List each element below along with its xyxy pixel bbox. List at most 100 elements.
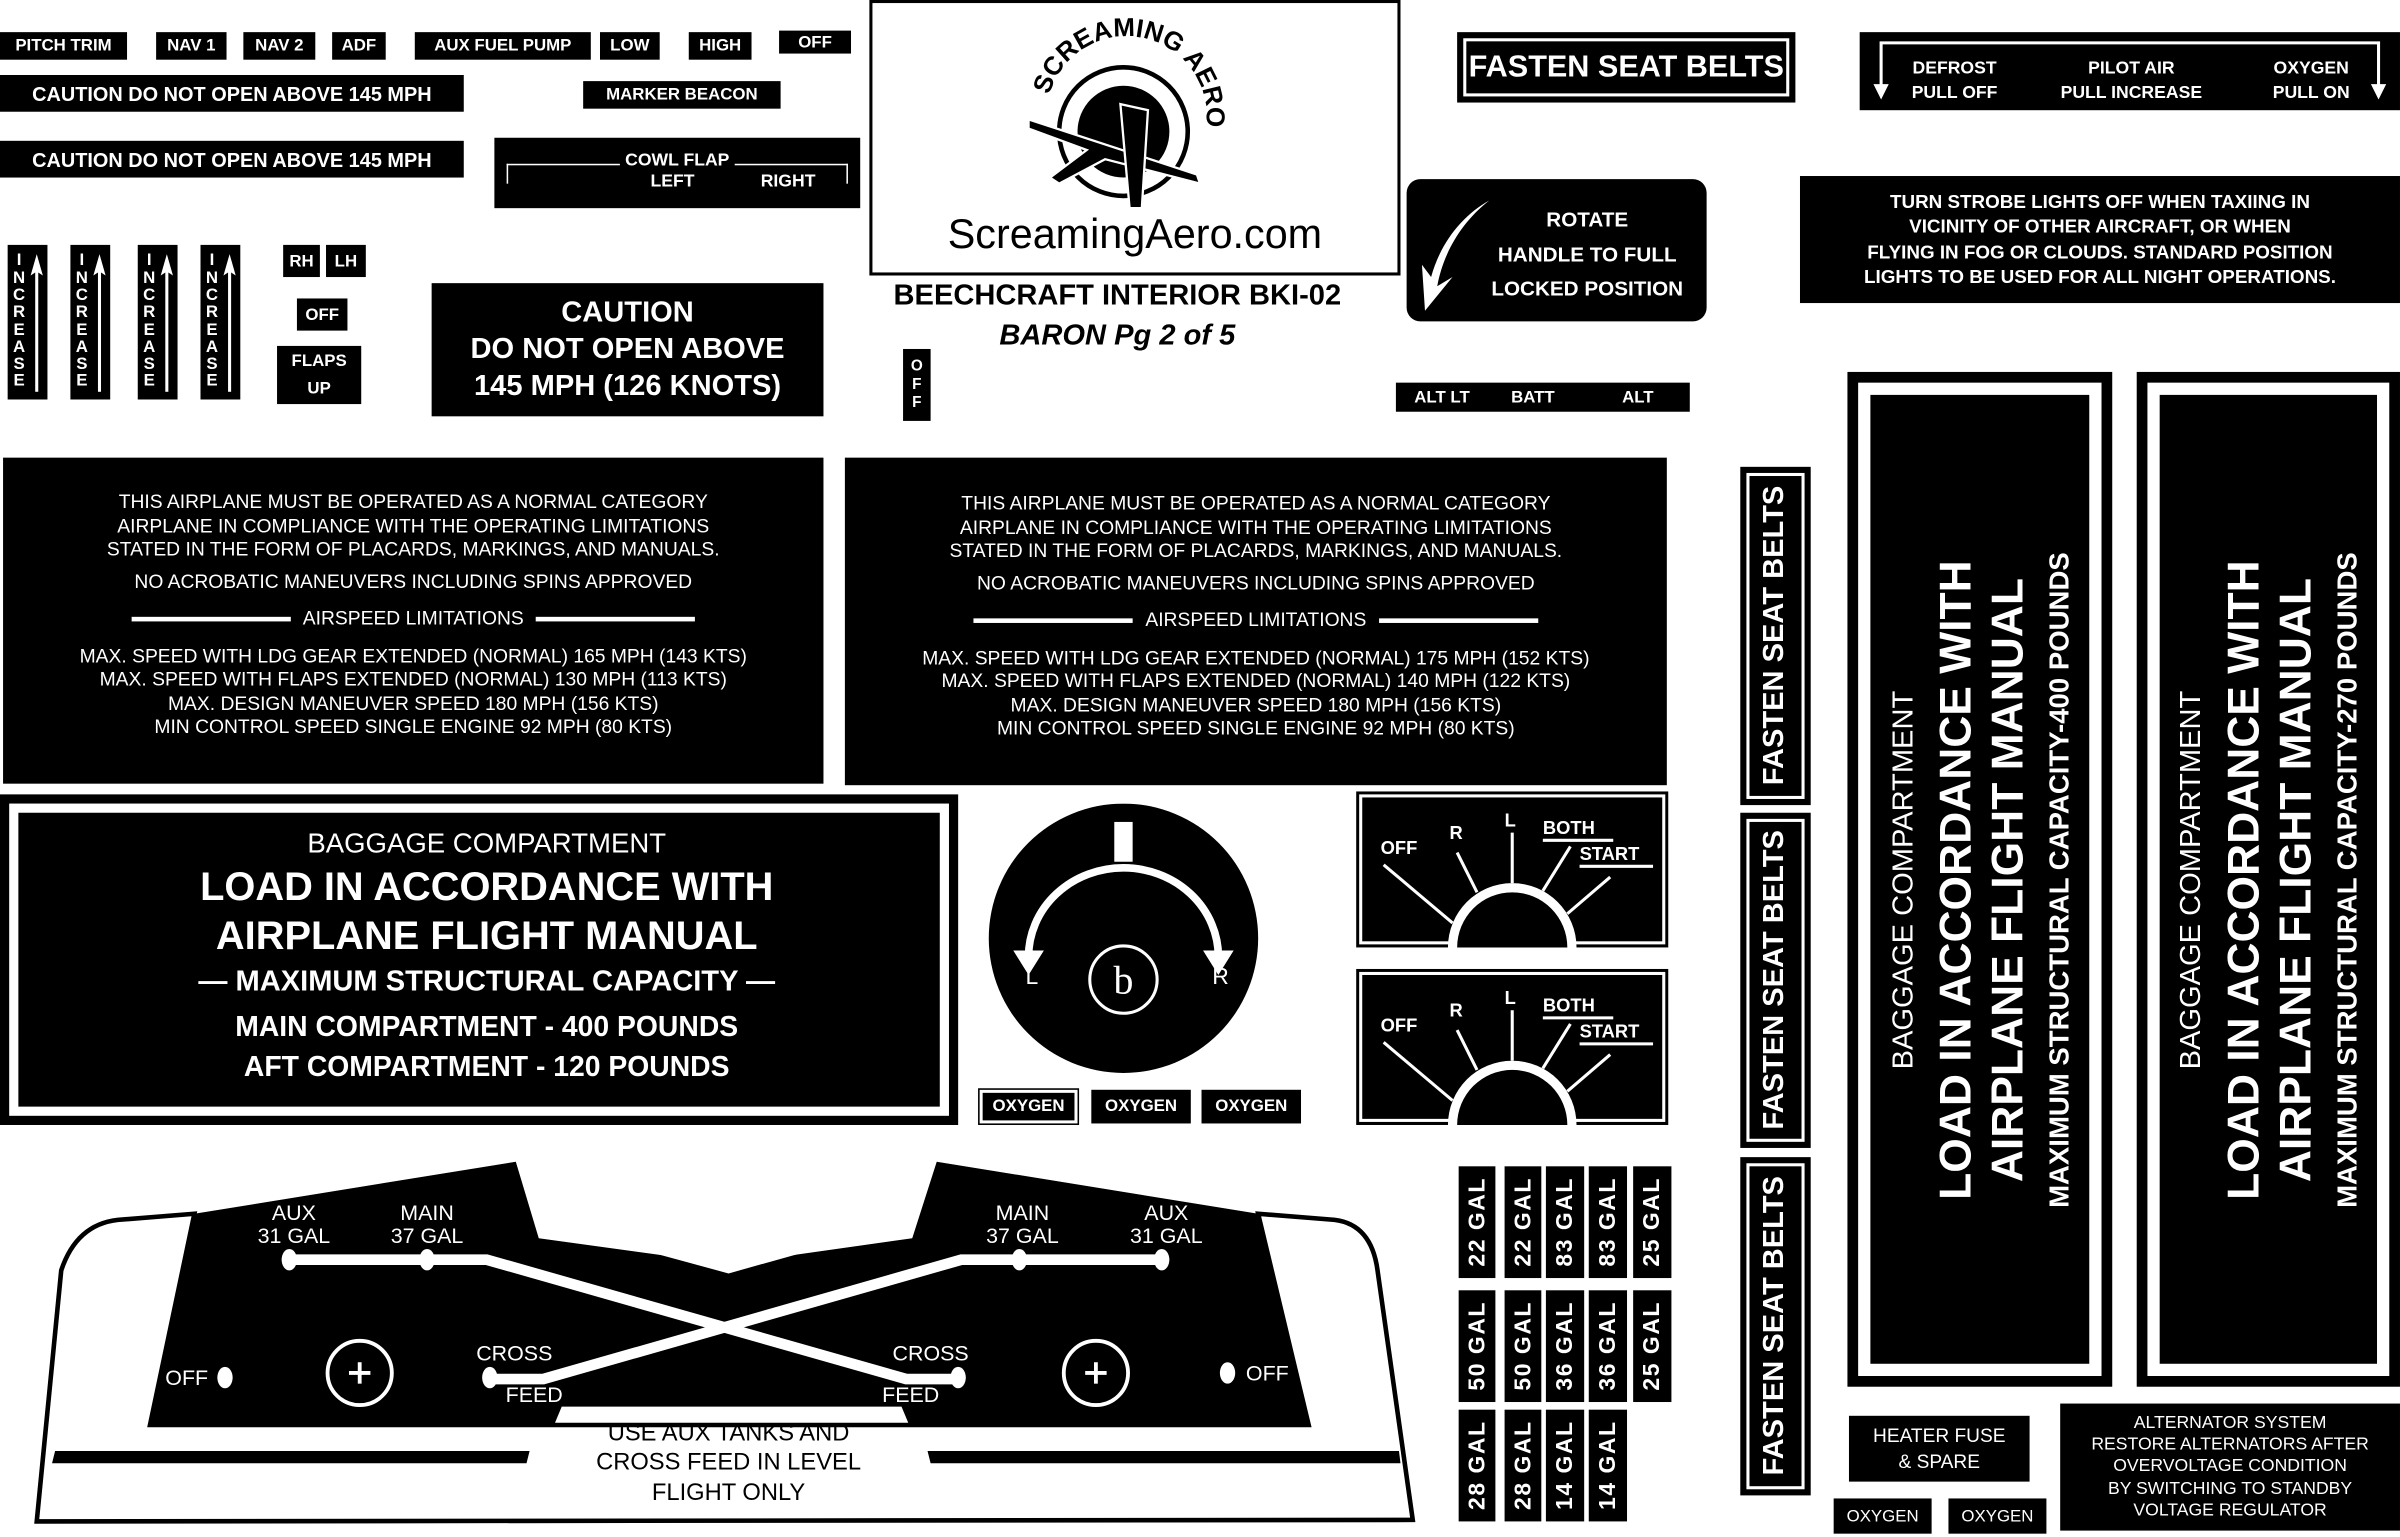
baggage-main: MAIN COMPARTMENT - 400 POUNDS [235, 1010, 739, 1043]
limitation-line: NO ACROBATIC MANEUVERS INCLUDING SPINS A… [977, 571, 1535, 594]
oxygen-label: OXYGEN [978, 1088, 1080, 1125]
speed-line: MAX. SPEED WITH LDG GEAR EXTENDED (NORMA… [79, 645, 747, 667]
oxygen-label: OXYGEN [1948, 1498, 2047, 1534]
alternator-line: BY SWITCHING TO STANDBY [2107, 1479, 2353, 1498]
heater-fuse-placard: HEATER FUSE& SPARE [1848, 1415, 2030, 1482]
baggage-capacity: MAXIMUM STRUCTURAL CAPACITY-270 POUNDS [2331, 551, 2362, 1208]
increase-text: INCREASE [143, 251, 156, 391]
increase-strip: INCREASE [200, 244, 241, 400]
caution-strip: CAUTION DO NOT OPEN ABOVE 145 MPH [0, 140, 464, 178]
operating-limitations-placard: THIS AIRPLANE MUST BE OPERATED AS A NORM… [3, 457, 824, 784]
alternator-line: ALTERNATOR SYSTEM [2133, 1414, 2327, 1433]
nav2-label: NAV 2 [243, 32, 316, 60]
aux-label: AUX [1144, 1201, 1188, 1225]
alternator-placard: ALTERNATOR SYSTEM RESTORE ALTERNATORS AFT… [2060, 1403, 2400, 1531]
dial-right-label: R [1212, 963, 1229, 989]
main-gal-label: 37 GAL [986, 1224, 1059, 1248]
off-vertical-label: OFF [903, 348, 931, 421]
aux-gal-label: 31 GAL [258, 1224, 331, 1248]
baggage-line: LOAD IN ACCORDANCE WITH [200, 863, 774, 910]
rotate-line: ROTATE [1546, 208, 1629, 232]
high-label: HIGH [688, 32, 752, 60]
caution-placard: CAUTION DO NOT OPEN ABOVE 145 MPH (126 K… [431, 283, 824, 417]
gal-label: 22 GAL [1458, 1166, 1496, 1279]
off-label: OFF [1381, 1015, 1418, 1036]
l-label: L [1505, 810, 1516, 831]
start-label: START [1580, 843, 1641, 864]
strobe-line: FLYING IN FOG OR CLOUDS. STANDARD POSITI… [1867, 241, 2333, 263]
increase-text: INCREASE [205, 251, 219, 391]
increase-strip: INCREASE [70, 244, 111, 400]
up-label: UP [307, 379, 331, 398]
gal-label: 83 GAL [1588, 1166, 1628, 1279]
speed-line: MAX. DESIGN MANEUVER SPEED 180 MPH (156 … [1010, 694, 1502, 716]
magneto-switch-placard: OFF R L BOTH START [1356, 968, 1669, 1125]
off-label: OFF [296, 298, 348, 331]
baggage-line: LOAD IN ACCORDANCE WITH [1930, 559, 1980, 1200]
off-label: OFF [165, 1366, 208, 1390]
arrow-up-icon [223, 253, 236, 392]
fuel-note-line: CROSS FEED IN LEVEL [596, 1449, 861, 1475]
screaming-aero-logo: SCREAMING AERO [1026, 12, 1228, 210]
fasten-text: FASTEN SEAT BELTS [1746, 472, 1805, 799]
sheet-title: BEECHCRAFT INTERIOR BKI-02 [893, 280, 1342, 313]
crossfeed-label: CROSS [893, 1342, 969, 1366]
aux-fuel-pump-label: AUX FUEL PUMP [414, 32, 591, 60]
limitation-line: THIS AIRPLANE MUST BE OPERATED AS A NORM… [118, 491, 708, 513]
speed-line: MIN CONTROL SPEED SINGLE ENGINE 92 MPH (… [154, 716, 673, 738]
increase-strip: INCREASE [137, 244, 178, 400]
increase-strip: INCREASE [7, 244, 48, 400]
aux-label: AUX [272, 1201, 316, 1225]
rotate-line: HANDLE TO FULL [1497, 242, 1677, 266]
gal-label: 22 GAL [1504, 1166, 1542, 1279]
alt-lt-label: ALT LT [1414, 388, 1470, 407]
alternator-line: VOLTAGE REGULATOR [2133, 1501, 2327, 1520]
speed-line: MAX. SPEED WITH LDG GEAR EXTENDED (NORMA… [922, 646, 1590, 669]
alt-label: ALT [1622, 388, 1654, 407]
heater-line: & SPARE [1898, 1450, 1981, 1472]
baggage-title: BAGGAGE COMPARTMENT [2174, 690, 2208, 1069]
cowl-flap-placard: COWL FLAP LEFT RIGHT [494, 137, 861, 209]
airspeed-heading: AIRSPEED LIMITATIONS [1145, 609, 1367, 631]
baggage-line: LOAD IN ACCORDANCE WITH [2219, 559, 2269, 1200]
aux-gal-label: 31 GAL [1130, 1224, 1203, 1248]
logo-box: SCREAMING AERO ScreamingAero.com [869, 0, 1401, 276]
airspeed-heading: AIRSPEED LIMITATIONS [302, 607, 524, 630]
off-label: OFF [1246, 1362, 1289, 1386]
bracket-arrows-icon [1873, 41, 2387, 100]
caution-line: DO NOT OPEN ABOVE [470, 332, 785, 366]
curved-arrow-icon [1421, 200, 1490, 311]
start-label: START [1580, 1021, 1641, 1042]
alternator-line: RESTORE ALTERNATORS AFTER [2091, 1435, 2369, 1455]
limitation-line: AIRPLANE IN COMPLIANCE WITH THE OPERATIN… [959, 516, 1552, 539]
alternator-line: OVERVOLTAGE CONDITION [2113, 1457, 2347, 1477]
gal-label: 28 GAL [1458, 1409, 1496, 1522]
rotate-handle-placard: ROTATE HANDLE TO FULL LOCKED POSITION [1406, 179, 1707, 322]
gal-label: 25 GAL [1633, 1166, 1672, 1279]
caution-strip: CAUTION DO NOT OPEN ABOVE 145 MPH [0, 74, 464, 112]
both-label: BOTH [1543, 995, 1595, 1016]
main-gal-label: 37 GAL [391, 1224, 464, 1248]
speed-line: MAX. SPEED WITH FLAPS EXTENDED (NORMAL) … [941, 670, 1571, 692]
off-label: OFF [1381, 837, 1418, 858]
crossfeed-label: CROSS [476, 1342, 552, 1366]
batt-label: BATT [1511, 388, 1555, 407]
oxygen-label: OXYGEN [1833, 1498, 1932, 1534]
gal-label: 83 GAL [1545, 1166, 1585, 1279]
gal-label: 25 GAL [1633, 1290, 1672, 1403]
cowl-flap-left: LEFT [650, 172, 695, 192]
baggage-aft: AFT COMPARTMENT - 120 POUNDS [243, 1049, 730, 1083]
magneto-switch-placard: OFF R L BOTH START [1356, 791, 1669, 948]
increase-text: INCREASE [75, 251, 88, 391]
flaps-label: FLAPS [291, 352, 347, 371]
fuel-note-line: FLIGHT ONLY [652, 1480, 806, 1506]
nav1-label: NAV 1 [156, 32, 227, 60]
increase-text: INCREASE [13, 251, 26, 391]
flaps-up-placard: FLAPS UP [277, 345, 362, 405]
baggage-capacity: MAXIMUM STRUCTURAL CAPACITY-400 POUNDS [2042, 551, 2074, 1208]
strobe-line: TURN STROBE LIGHTS OFF WHEN TAXIING IN [1889, 190, 2310, 212]
fasten-seat-belts-vertical: FASTEN SEAT BELTS [1740, 812, 1811, 1148]
